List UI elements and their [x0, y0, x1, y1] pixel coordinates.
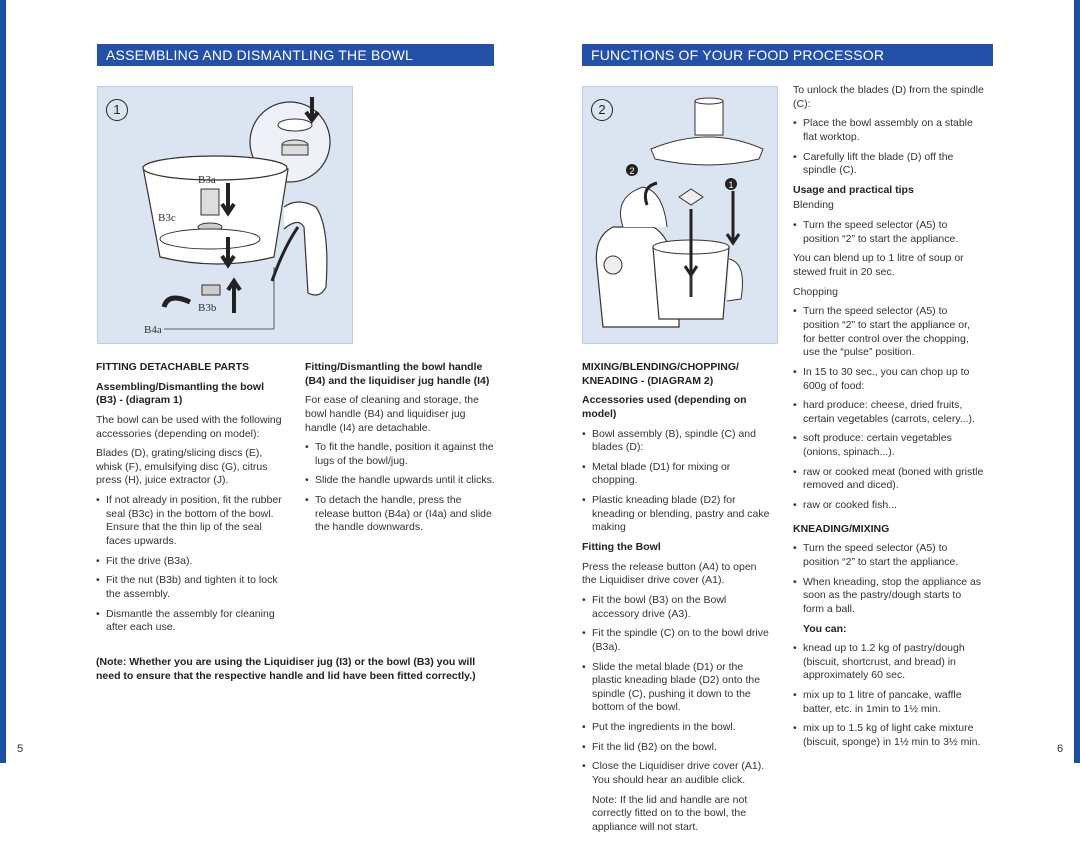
page-number-left: 5 [17, 743, 24, 755]
list-item: Turn the speed selector (A5) to position… [793, 305, 985, 360]
label-b3c: B3c [158, 212, 176, 224]
list-item: Metal blade (D1) for mixing or chopping. [582, 461, 774, 488]
you-can-list: knead up to 1.2 kg of pastry/dough (bisc… [793, 642, 985, 749]
list-item: Slide the metal blade (D1) or the plasti… [582, 661, 774, 716]
list-item: Fit the drive (B3a). [96, 555, 286, 569]
left-column-2: Fitting/Dismantling the bowl handle (B4)… [305, 361, 495, 541]
list-item: Place the bowl assembly on a stable flat… [793, 117, 985, 144]
fitting-steps-list: Fit the bowl (B3) on the Bowl accessory … [582, 594, 774, 788]
page-number-right: 6 [1057, 743, 1064, 755]
kneading-heading: KNEADING/MIXING [793, 522, 890, 535]
list-item: Plastic kneading blade (D2) for kneading… [582, 494, 774, 535]
blending-paragraph: You can blend up to 1 litre of soup or s… [793, 252, 964, 279]
list-item: Fit the bowl (B3) on the Bowl accessory … [582, 594, 774, 621]
liquidiser-note: (Note: Whether you are using the Liquidi… [96, 656, 476, 682]
list-item: Dismantle the assembly for cleaning afte… [96, 608, 286, 635]
list-item: Turn the speed selector (A5) to position… [793, 542, 985, 569]
left-edge-bar [0, 0, 6, 763]
mixing-heading: MIXING/BLENDING/CHOPPING/ KNEADING - (DI… [582, 361, 739, 387]
right-edge-bar [1074, 0, 1080, 763]
list-item: If not already in position, fit the rubb… [96, 494, 286, 549]
unlock-list: Place the bowl assembly on a stable flat… [793, 117, 985, 178]
list-item: Put the ingredients in the bowl. [582, 721, 774, 735]
list-item: mix up to 1 litre of pancake, waffle bat… [793, 689, 985, 716]
diagram-number: 1 [106, 99, 128, 121]
label-b3b: B3b [198, 302, 217, 314]
callout-1: 1 [728, 180, 733, 190]
diagram-number: 2 [591, 99, 613, 121]
list-item: raw or cooked fish... [793, 499, 985, 513]
list-item: mix up to 1.5 kg of light cake mixture (… [793, 722, 985, 749]
label-b3a: B3a [198, 174, 216, 186]
bowl-assembly-illustration: B3a B3c B3b B4a [142, 97, 331, 336]
right-column-2: To unlock the blades (D) from the spindl… [793, 84, 985, 756]
list-item: When kneading, stop the appliance as soo… [793, 576, 985, 617]
list-item: To detach the handle, press the release … [305, 494, 495, 535]
fitting-parts-heading: FITTING DETACHABLE PARTS [96, 361, 250, 373]
label-b4a: B4a [144, 324, 162, 336]
list-item: Bowl assembly (B), spindle (C) and blade… [582, 428, 774, 455]
accessories-subheading: Accessories used (depending on model) [582, 394, 747, 420]
list-item: Fit the lid (B2) on the bowl. [582, 741, 774, 755]
accessories-list: Bowl assembly (B), spindle (C) and blade… [582, 428, 774, 535]
list-item: hard produce: cheese, dried fruits, cert… [793, 399, 985, 426]
list-item: Slide the handle upwards until it clicks… [305, 474, 495, 488]
list-item: Fit the nut (B3b) and tighten it to lock… [96, 574, 286, 601]
accessories-list-paragraph: Blades (D), grating/slicing discs (E), w… [96, 447, 268, 487]
callout-2: 2 [629, 166, 634, 176]
diagram-1-panel: 1 B3a B3c B3b B4a [97, 86, 353, 344]
right-column-1: MIXING/BLENDING/CHOPPING/ KNEADING - (DI… [582, 361, 774, 841]
list-item: Fit the spindle (C) on to the bowl drive… [582, 627, 774, 654]
handle-heading: Fitting/Dismantling the bowl handle (B4)… [305, 361, 490, 387]
usage-tips-heading: Usage and practical tips [793, 183, 914, 196]
list-item: raw or cooked meat (boned with gristle r… [793, 466, 985, 493]
handle-steps-list: To fit the handle, position it against t… [305, 441, 495, 535]
chopping-label: Chopping [793, 285, 838, 298]
list-item: Close the Liquidiser drive cover (A1). Y… [582, 760, 774, 787]
handle-paragraph: For ease of cleaning and storage, the bo… [305, 394, 479, 434]
assembling-bowl-subheading: Assembling/Dismantling the bowl (B3) - (… [96, 380, 265, 407]
you-can-label: You can: [803, 622, 847, 635]
fitting-bowl-paragraph: Press the release button (A4) to open th… [582, 560, 757, 587]
list-item: knead up to 1.2 kg of pastry/dough (bisc… [793, 642, 985, 683]
list-item: To fit the handle, position it against t… [305, 441, 495, 468]
unlock-paragraph: To unlock the blades (D) from the spindl… [793, 84, 984, 110]
diagram-2-panel: 2 2 1 [582, 86, 778, 344]
right-banner: FUNCTIONS OF YOUR FOOD PROCESSOR [582, 44, 993, 66]
list-item: Turn the speed selector (A5) to position… [793, 219, 985, 246]
food-processor-illustration: 2 1 [595, 97, 764, 328]
kneading-list: Turn the speed selector (A5) to position… [793, 542, 985, 616]
list-item: soft produce: certain vegetables (onions… [793, 432, 985, 459]
left-banner: ASSEMBLING AND DISMANTLING THE BOWL [97, 44, 494, 66]
blending-label: Blending [793, 199, 834, 212]
lid-handle-note: Note: If the lid and handle are not corr… [592, 793, 748, 833]
chopping-list: Turn the speed selector (A5) to position… [793, 305, 985, 512]
assembly-steps-list: If not already in position, fit the rubb… [96, 494, 286, 635]
left-column-1: FITTING DETACHABLE PARTS Assembling/Dism… [96, 361, 286, 641]
accessories-paragraph: The bowl can be used with the following … [96, 413, 282, 440]
list-item: Carefully lift the blade (D) off the spi… [793, 151, 985, 178]
list-item: In 15 to 30 sec., you can chop up to 600… [793, 366, 985, 393]
blending-list: Turn the speed selector (A5) to position… [793, 219, 985, 246]
fitting-bowl-heading: Fitting the Bowl [582, 541, 661, 554]
